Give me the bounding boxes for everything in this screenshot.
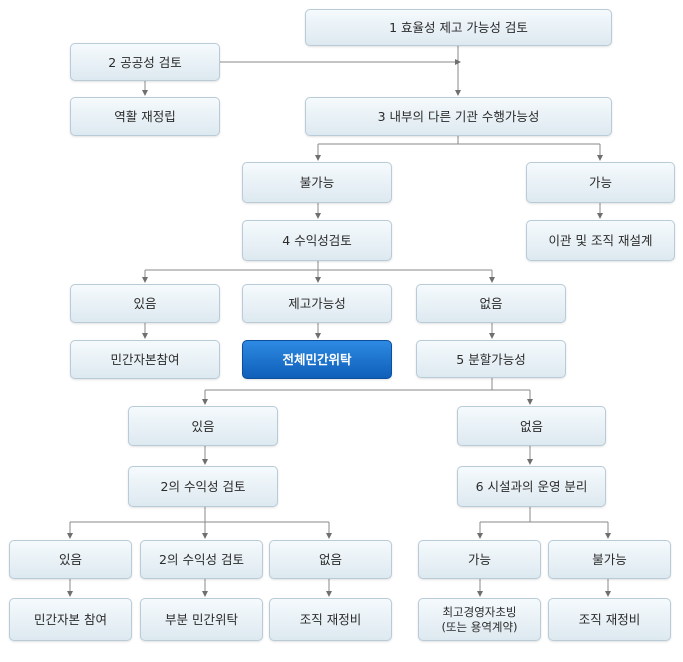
node-role-redefine: 역활 재정립 <box>70 97 220 136</box>
node-improvement: 제고가능성 <box>242 284 392 323</box>
node-yes-3: 있음 <box>9 540 132 579</box>
node-private-capital: 민간자본참여 <box>70 340 220 379</box>
node-yes-1: 있음 <box>70 284 220 323</box>
node-divisibility: 5 분할가능성 <box>416 340 566 378</box>
node-possible-2: 가능 <box>418 540 541 579</box>
node-internal-feasibility: 3 내부의 다른 기관 수행가능성 <box>305 97 612 136</box>
node-transfer-reorg: 이관 및 조직 재설계 <box>526 220 675 261</box>
node-full-outsourcing: 전체민간위탁 <box>242 340 392 379</box>
node-efficiency-review: 1 효율성 제고 가능성 검토 <box>305 9 612 46</box>
node-profit-review-3: 2의 수익성 검토 <box>140 540 263 579</box>
node-yes-2: 있음 <box>128 406 278 446</box>
node-no-1: 없음 <box>416 284 566 323</box>
node-no-3: 없음 <box>269 540 392 579</box>
node-org-restructure-2: 조직 재정비 <box>548 598 671 641</box>
node-facility-separation: 6 시설과의 운영 분리 <box>457 466 606 507</box>
node-possible: 가능 <box>526 162 675 203</box>
node-private-capital-2: 민간자본 참여 <box>9 598 132 641</box>
node-impossible-2: 불가능 <box>548 540 671 579</box>
node-ceo-hiring: 최고경영자초빙 (또는 용역계약) <box>418 598 541 641</box>
node-org-restructure-1: 조직 재정비 <box>269 598 392 641</box>
node-partial-outsourcing: 부분 민간위탁 <box>140 598 263 641</box>
node-no-2: 없음 <box>457 406 606 446</box>
node-public-review: 2 공공성 검토 <box>70 43 220 81</box>
node-profit-review: 4 수익성검토 <box>242 220 392 261</box>
node-profit-review-2: 2의 수익성 검토 <box>128 466 278 507</box>
node-impossible: 불가능 <box>242 162 392 203</box>
